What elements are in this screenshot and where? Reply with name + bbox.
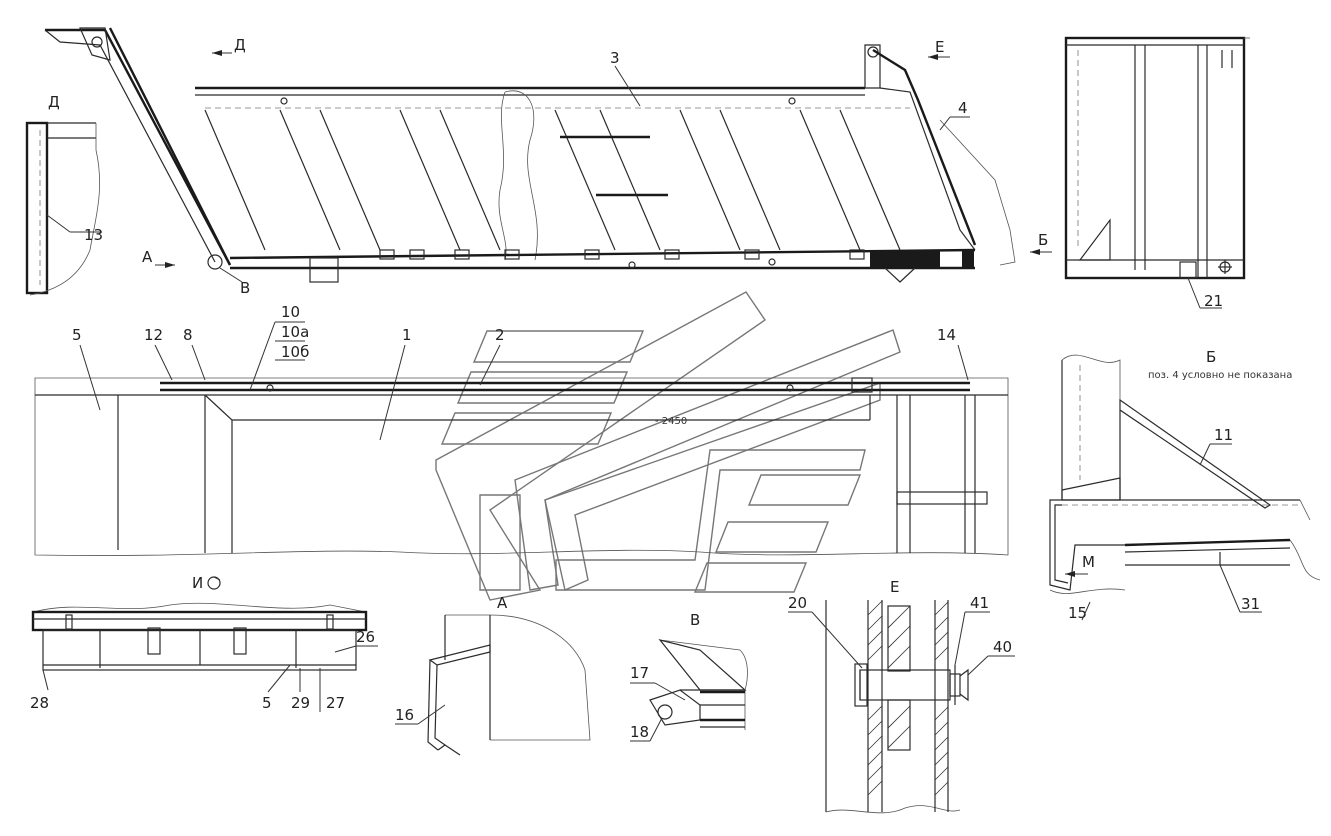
- callout-5-bottom: 5: [262, 694, 272, 712]
- side-view: [44, 27, 1016, 283]
- view-e-title: Е: [890, 578, 899, 596]
- callout-28: 28: [30, 694, 49, 712]
- callout-1: 1: [402, 326, 412, 344]
- callout-17: 17: [630, 664, 649, 682]
- callout-21: 21: [1204, 292, 1223, 310]
- view-i: И 26 28 5 29 27: [30, 574, 378, 712]
- view-v-mark: В: [240, 279, 250, 297]
- view-d: Д 13: [25, 93, 103, 296]
- view-v-title: В: [690, 611, 700, 629]
- callout-2: 2: [495, 326, 505, 344]
- view-e-section: Е 20: [788, 578, 1015, 814]
- view-e-top: 21: [1064, 36, 1250, 310]
- callouts-plan: 5 12 8 10 10а 10б 1 2 14: [72, 303, 969, 441]
- callout-13: 13: [84, 226, 103, 244]
- callout-11: 11: [1214, 426, 1233, 444]
- view-d-arrow-label: Д: [234, 36, 246, 54]
- callout-15: 15: [1068, 604, 1087, 622]
- svg-text:- 2450: - 2450: [655, 416, 687, 427]
- callout-12: 12: [144, 326, 163, 344]
- callout-10a: 10а: [281, 323, 309, 341]
- view-a: А 16: [395, 594, 591, 756]
- callout-10b: 10б: [281, 343, 309, 361]
- callout-5: 5: [72, 326, 82, 344]
- view-b-arrow-label: Б: [1038, 231, 1048, 249]
- view-b: Б поз. 4 условно не показана М 11 15 31: [1049, 348, 1321, 622]
- view-e-arrow-label: Е: [935, 38, 944, 56]
- callout-20: 20: [788, 594, 807, 612]
- callout-26: 26: [356, 628, 375, 646]
- plan-view: - 2450: [34, 377, 1009, 556]
- watermark-logo: [435, 291, 901, 601]
- callout-31: 31: [1241, 595, 1260, 613]
- view-arrows: Д Е А В Б: [142, 36, 1052, 297]
- view-i-title: И: [192, 574, 203, 592]
- callout-16: 16: [395, 706, 414, 724]
- callout-14: 14: [937, 326, 956, 344]
- callout-3: 3: [610, 49, 620, 67]
- callout-27: 27: [326, 694, 345, 712]
- view-b-title: Б: [1206, 348, 1216, 366]
- view-a-arrow-label: А: [142, 248, 153, 266]
- callout-8: 8: [183, 326, 193, 344]
- callout-41: 41: [970, 594, 989, 612]
- view-m-mark: М: [1082, 553, 1095, 571]
- callout-40: 40: [993, 638, 1012, 656]
- callouts-top: 3 4: [610, 49, 970, 131]
- callout-4: 4: [958, 99, 968, 117]
- callout-18: 18: [630, 723, 649, 741]
- view-a-title: А: [497, 594, 508, 612]
- callout-10: 10: [281, 303, 300, 321]
- callout-29: 29: [291, 694, 310, 712]
- view-b-note: поз. 4 условно не показана: [1148, 370, 1292, 381]
- view-d-title: Д: [48, 93, 60, 111]
- view-v: В 17 18: [630, 611, 748, 742]
